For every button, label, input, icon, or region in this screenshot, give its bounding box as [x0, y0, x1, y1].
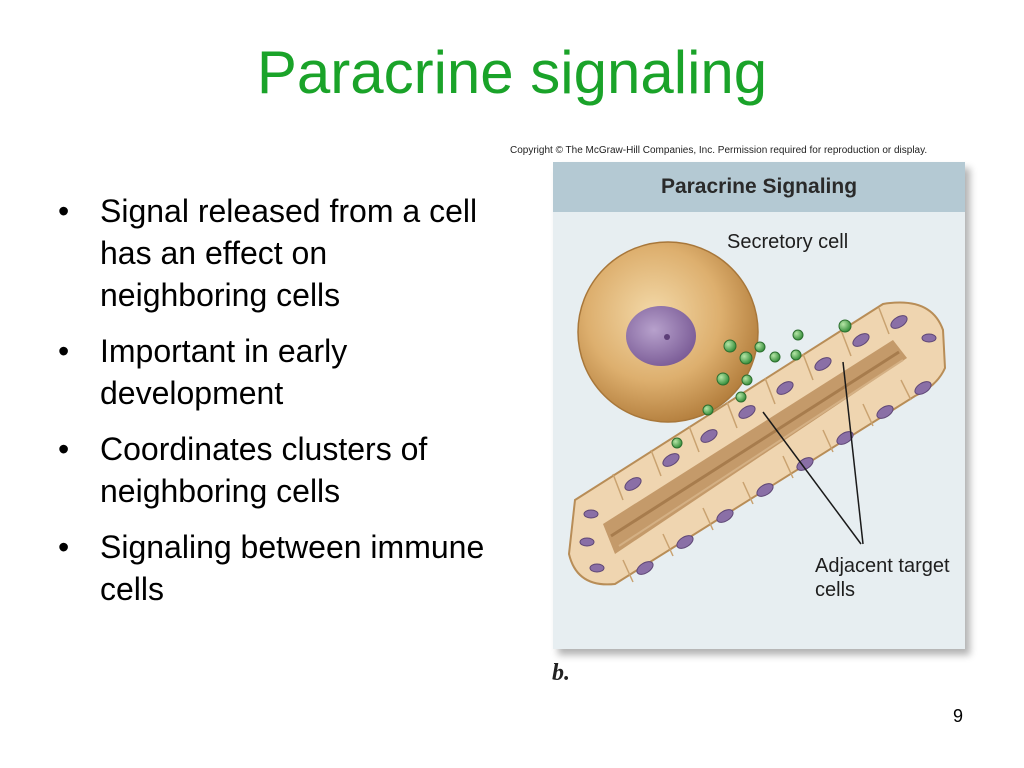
cell-boundaries	[612, 307, 912, 583]
secretory-cell	[577, 241, 759, 423]
paracrine-figure: Paracrine Signaling Secretory cell Adjac…	[553, 162, 965, 649]
copyright-notice: Copyright © The McGraw-Hill Companies, I…	[510, 145, 928, 156]
secretory-cell-label: Secretory cell	[727, 231, 849, 253]
panel-letter: b.	[552, 660, 570, 686]
bullet-marker: •	[58, 193, 70, 229]
bullet-marker: •	[58, 431, 70, 467]
bullet-item: • Signal released from a cell has an eff…	[58, 190, 498, 316]
figure-header: Paracrine Signaling	[553, 162, 965, 212]
bullet-item: • Important in early development	[58, 330, 498, 414]
bullet-text: Important in early development	[100, 333, 348, 411]
bullet-marker: •	[58, 529, 70, 565]
bullet-marker: •	[58, 333, 70, 369]
slide-title: Paracrine signaling	[256, 39, 768, 106]
bullet-list: • Signal released from a cell has an eff…	[58, 190, 498, 624]
bullet-item: • Coordinates clusters of neighboring ce…	[58, 428, 498, 512]
bullet-text: Signal released from a cell has an effec…	[100, 193, 478, 313]
signal-molecules	[671, 319, 852, 449]
bullet-text: Signaling between immune cells	[100, 529, 485, 607]
paracrine-illustration	[567, 241, 947, 586]
target-cell-nuclei	[579, 315, 937, 575]
secretory-cell-nucleus	[626, 306, 696, 366]
target-cell-tube	[567, 301, 947, 586]
adjacent-target-cells-label: Adjacent target cells	[815, 555, 950, 601]
bullet-item: • Signaling between immune cells	[58, 526, 498, 610]
bullet-text: Coordinates clusters of neighboring cell…	[100, 431, 428, 509]
label-pointer-lines	[762, 361, 864, 545]
page-number: 9	[952, 706, 963, 726]
